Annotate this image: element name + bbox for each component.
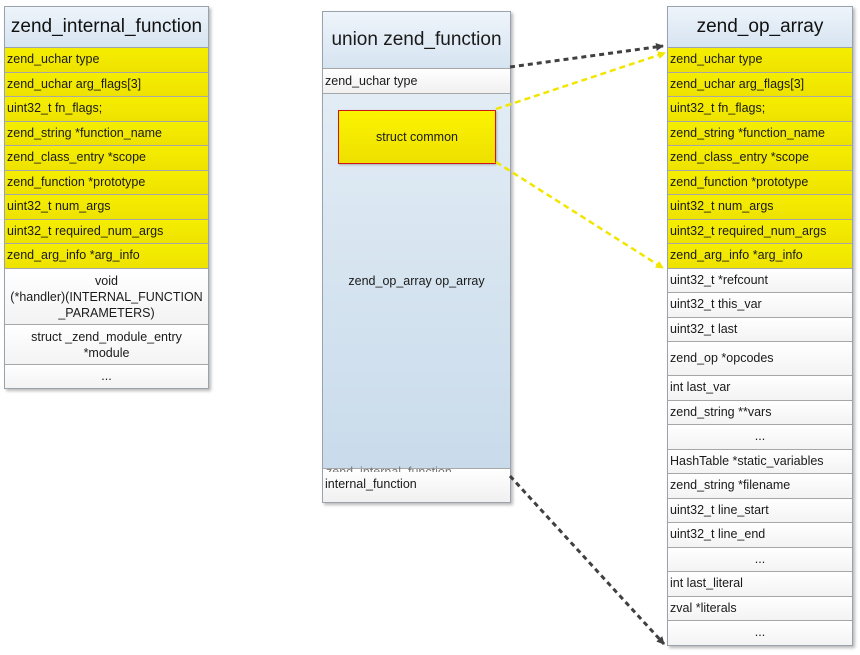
right-table-title: zend_op_array [668,7,852,48]
union-type-field: zend_uchar type [323,69,510,94]
union-zend-function-box: union zend_function zend_uchar type stru… [322,11,511,503]
right-table-field-row: zend_arg_info *arg_info [668,244,852,269]
internal-function-arrow [508,474,666,646]
left-table-field-row: ... [5,364,208,388]
left-table-field-row: zend_class_entry *scope [5,146,208,171]
internal-function-member: zend_internal_function internal_function [323,465,510,502]
left-table-field-row: zend_uchar arg_flags[3] [5,72,208,97]
left-table-field-row: uint32_t required_num_args [5,219,208,244]
left-table-field-row: uint32_t num_args [5,195,208,220]
right-table-field-row: uint32_t line_end [668,523,852,548]
right-table-field-row: uint32_t last [668,317,852,342]
type-to-op-array-arrow [509,42,664,69]
right-table-field-row: zend_uchar arg_flags[3] [668,72,852,97]
internal-function-hidden-label: zend_internal_function [326,465,452,472]
left-table-field-row: uint32_t fn_flags; [5,97,208,122]
right-table-field-row: zend_function *prototype [668,170,852,195]
op-array-label: zend_op_array op_array [348,274,485,288]
right-table-field-row: zend_string **vars [668,400,852,425]
right-table-field-row: ... [668,547,852,572]
right-table-field-row: uint32_t num_args [668,195,852,220]
op-array-member: struct common zend_op_array op_array [323,94,510,469]
struct-common-box: struct common [338,110,496,164]
right-table-field-row: uint32_t fn_flags; [668,97,852,122]
right-table-field-row: uint32_t required_num_args [668,219,852,244]
left-table-field-row: void(*handler)(INTERNAL_FUNCTION_PARAMET… [5,268,208,325]
right-table-field-row: ... [668,425,852,450]
left-table-field-row: zend_uchar type [5,48,208,73]
right-table-field-row: zend_class_entry *scope [668,146,852,171]
internal-function-label: internal_function [325,477,417,491]
right-table-field-row: uint32_t line_start [668,498,852,523]
right-table-field-row: zend_string *filename [668,474,852,499]
common-top-to-op-array-arrow [495,51,666,111]
right-table-field-row: zval *literals [668,596,852,621]
right-table-field-row: uint32_t this_var [668,293,852,318]
left-table-field-row: zend_function *prototype [5,170,208,195]
right-table-field-row: zend_op *opcodes [668,342,852,376]
common-bottom-to-arg-info-arrow [495,160,664,270]
right-table-field-row: uint32_t *refcount [668,268,852,293]
right-table-field-row: ... [668,621,852,645]
right-table-field-row: zend_uchar type [668,48,852,73]
right-table-field-row: int last_literal [668,572,852,597]
left-table-title: zend_internal_function [5,7,208,48]
union-title: union zend_function [323,12,510,69]
left-table-field-row: zend_string *function_name [5,121,208,146]
left-table-field-row: zend_arg_info *arg_info [5,244,208,269]
right-table-field-row: int last_var [668,376,852,401]
left-table-field-row: struct _zend_module_entry*module [5,324,208,365]
right-table-field-row: HashTable *static_variables [668,449,852,474]
right-table-field-row: zend_string *function_name [668,121,852,146]
